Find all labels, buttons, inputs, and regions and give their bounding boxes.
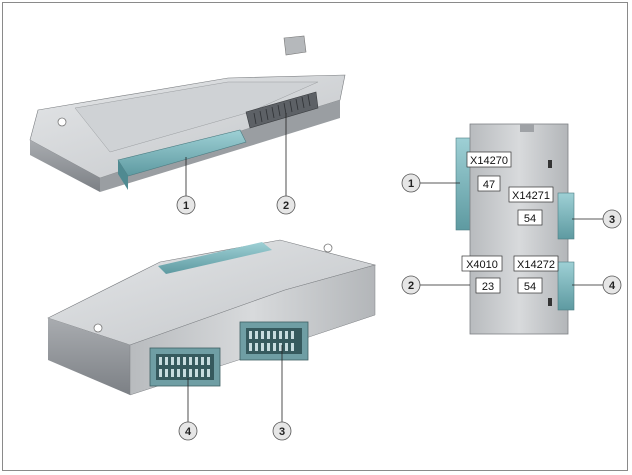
connector-designation: X4010 xyxy=(466,259,498,271)
module-top-raised-panel xyxy=(74,81,319,153)
pin-count-tag xyxy=(517,209,543,226)
housing-top-tab xyxy=(520,124,534,132)
callout-badge: 2 xyxy=(276,195,296,215)
pin-count: 47 xyxy=(483,179,495,191)
connector-designation: X14271 xyxy=(512,190,550,202)
diagram-frame xyxy=(2,2,628,471)
pin-count: 54 xyxy=(524,281,536,293)
callout-number: 4 xyxy=(609,280,616,292)
callout-number: 1 xyxy=(408,178,414,190)
mount-hole xyxy=(323,243,333,253)
callout-badge: 4 xyxy=(602,275,622,295)
module-bottom: 4 3 xyxy=(47,239,377,441)
designation-tag xyxy=(513,255,559,272)
module-bottom-teal-strip xyxy=(158,242,272,274)
callout-badge: 1 xyxy=(176,195,196,215)
housing-notch xyxy=(548,298,552,306)
callout-number: 3 xyxy=(609,214,615,226)
callout-badge: 2 xyxy=(401,275,421,295)
connector-pins xyxy=(253,94,311,125)
connector-pins xyxy=(159,357,210,377)
callout-badge: 4 xyxy=(178,421,198,441)
callout-number: 4 xyxy=(185,426,192,438)
housing-notch xyxy=(548,160,552,168)
designation-tag xyxy=(508,186,554,203)
connector-x14271 xyxy=(245,91,319,129)
callout-badge: 3 xyxy=(272,421,292,441)
connector-x14271-side xyxy=(557,192,575,240)
module-top: 1 2 xyxy=(29,35,346,215)
callout-number: 2 xyxy=(283,200,289,212)
connector-designation: X14272 xyxy=(517,259,555,271)
connector-x14270-face xyxy=(118,160,128,190)
callout-number: 1 xyxy=(183,200,189,212)
designation-tag xyxy=(466,151,512,168)
callout-badge: 3 xyxy=(602,209,622,229)
mount-hole xyxy=(57,117,67,127)
pin-count-tag xyxy=(477,175,501,192)
mount-hole xyxy=(93,323,103,333)
pin-count: 23 xyxy=(482,281,494,293)
module-top-front-side xyxy=(30,140,100,192)
callout-number: 2 xyxy=(408,280,414,292)
designation-tag xyxy=(461,255,503,272)
connector-view: X14270 47 X14271 54 X4010 23 X14272 54 1… xyxy=(401,123,622,335)
pin-count-tag xyxy=(517,277,543,294)
pin-count: 54 xyxy=(524,213,536,225)
connector-pins xyxy=(249,331,294,351)
callout-badge: 1 xyxy=(401,173,421,193)
pin-count-tag xyxy=(475,277,501,294)
callout-number: 3 xyxy=(279,426,285,438)
connector-designation: X14270 xyxy=(470,155,508,167)
mount-tab xyxy=(283,35,307,56)
connector-x14272-side xyxy=(557,261,575,311)
module-bottom-front-side xyxy=(48,318,130,395)
